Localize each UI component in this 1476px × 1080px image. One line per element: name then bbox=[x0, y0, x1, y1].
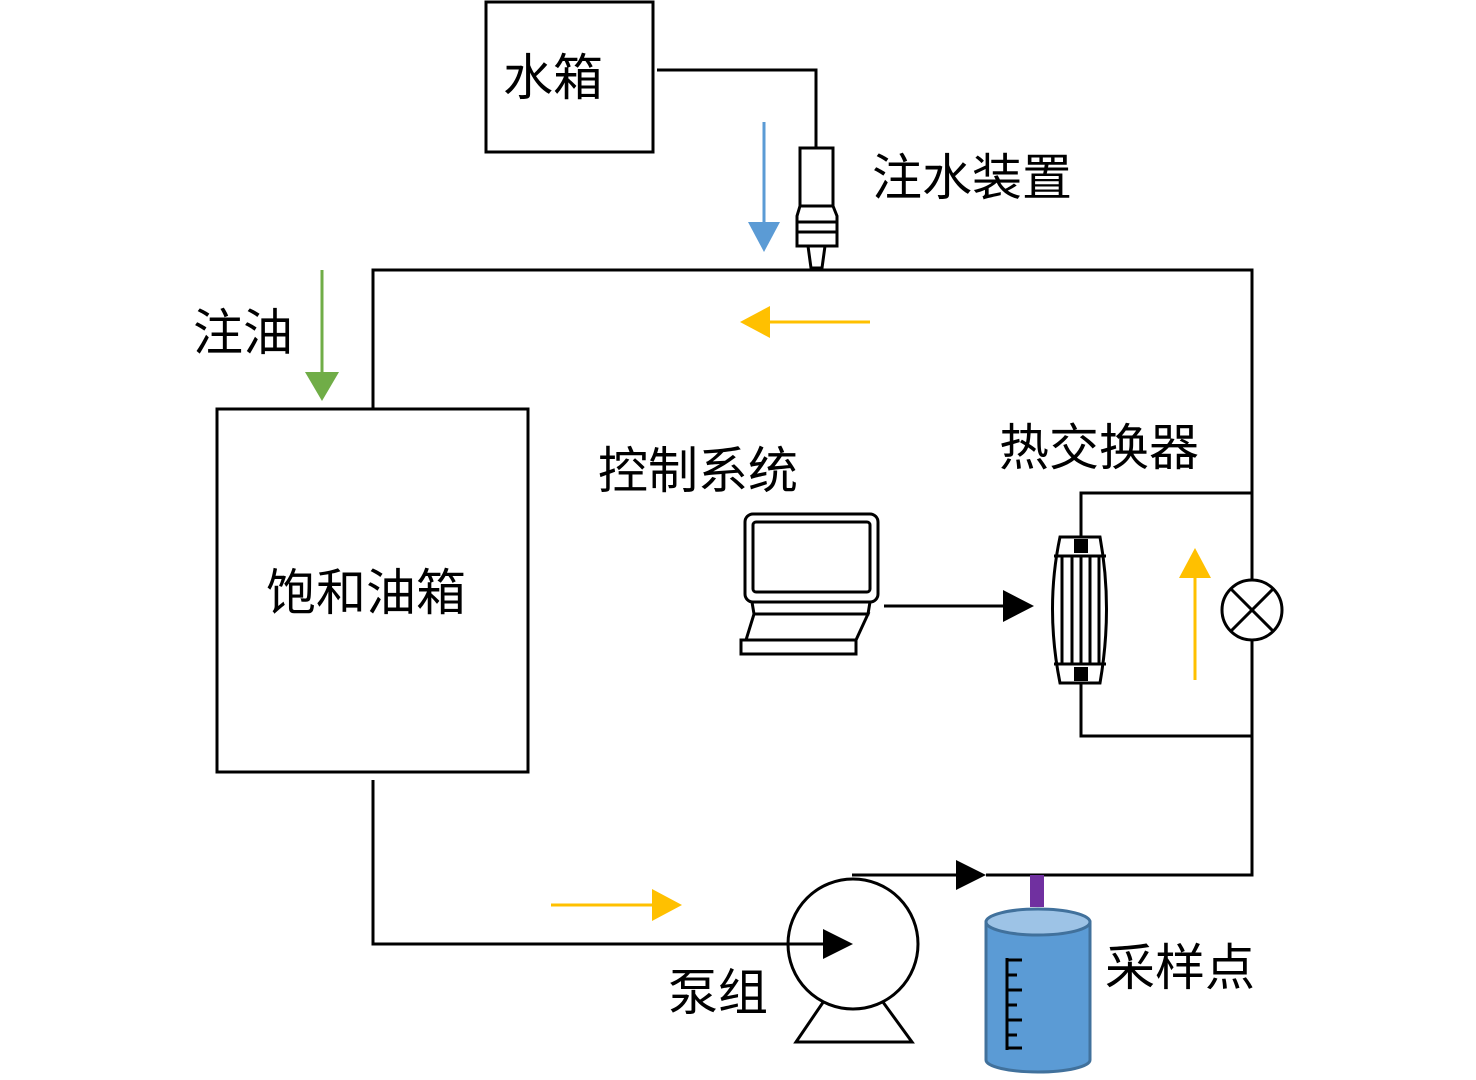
pump-outlet-arrow bbox=[956, 860, 986, 890]
laptop-icon bbox=[739, 512, 880, 656]
oil-injection-arrow bbox=[305, 270, 339, 401]
sampling-pipe bbox=[1030, 875, 1044, 907]
control-system-label: 控制系统 bbox=[598, 442, 798, 500]
heat-exchanger-icon bbox=[1051, 535, 1108, 685]
pump-icon bbox=[786, 877, 920, 1044]
water-injection-device-label: 注水装置 bbox=[872, 149, 1072, 207]
heat-exchanger-label: 热交换器 bbox=[999, 419, 1199, 477]
oil-injection-label: 注油 bbox=[193, 304, 293, 362]
sampling-point-label: 采样点 bbox=[1105, 939, 1255, 997]
pump-direction-arrow bbox=[823, 929, 853, 959]
pump-group-label: 泵组 bbox=[668, 964, 768, 1022]
water-tank-label: 水箱 bbox=[503, 49, 603, 107]
saturated-oil-tank: 饱和油箱 bbox=[215, 407, 530, 774]
water-flow-arrow bbox=[748, 122, 780, 252]
water-feed-line bbox=[657, 68, 818, 150]
flow-arrow-bottom bbox=[551, 889, 682, 921]
water-tank: 水箱 bbox=[484, 0, 655, 154]
flow-arrow-right bbox=[1179, 548, 1211, 680]
graduated-cylinder-icon bbox=[984, 907, 1092, 1074]
water-injection-device bbox=[795, 146, 839, 270]
valve-x-icon bbox=[1220, 578, 1284, 642]
control-signal-arrow bbox=[1003, 590, 1034, 622]
saturated-oil-tank-label: 饱和油箱 bbox=[266, 564, 466, 622]
flow-arrow-top bbox=[740, 306, 870, 338]
pipe-loop bbox=[371, 268, 1254, 946]
